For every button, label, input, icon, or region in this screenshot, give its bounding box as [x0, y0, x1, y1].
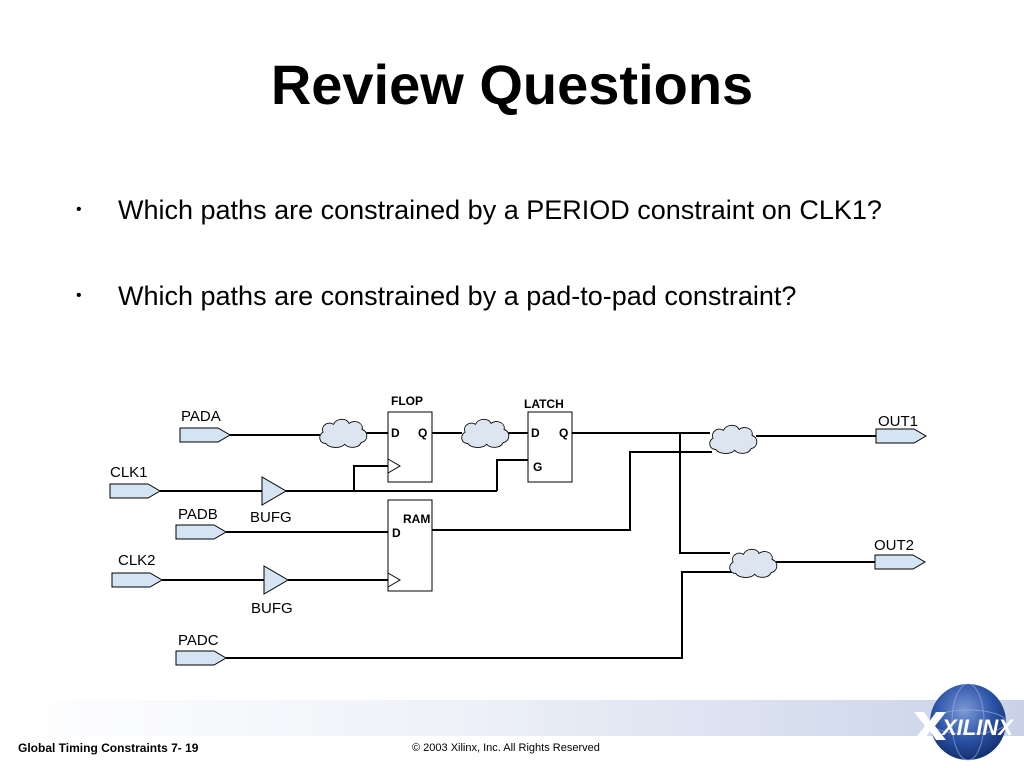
delay-cloud: [709, 424, 758, 454]
latch-d-pin: D: [531, 426, 540, 440]
pad-clk1: CLK1: [109, 464, 161, 499]
footer-band: [0, 700, 1024, 736]
pad-out1-label: OUT1: [878, 413, 918, 430]
pad-pada-label: PADA: [181, 408, 221, 425]
latch-title: LATCH: [524, 397, 564, 411]
slide-title: Review Questions: [270, 53, 754, 116]
bufg-clk2-label: BUFG: [251, 600, 293, 617]
pad-clk2: CLK2: [111, 552, 163, 588]
question-2: Which paths are constrained by a pad-to-…: [72, 276, 882, 362]
xilinx-wordmark: XILINX: [940, 715, 1014, 740]
delay-cloud: [461, 418, 510, 448]
pad-clk2-label: CLK2: [118, 552, 156, 569]
bufg-clk1: BUFG: [250, 476, 292, 526]
pad-out1: OUT1: [875, 413, 927, 444]
footer-course-info: Global Timing Constraints 7- 19: [18, 741, 199, 755]
question-list: Which paths are constrained by a PERIOD …: [72, 190, 882, 362]
delay-cloud: [729, 548, 778, 578]
pad-padc-label: PADC: [178, 632, 219, 649]
wires: [160, 432, 876, 659]
delay-cloud: [319, 418, 368, 448]
bufg-clk2: BUFG: [251, 565, 293, 617]
question-1: Which paths are constrained by a PERIOD …: [72, 190, 882, 276]
flop-block: FLOP D Q: [387, 394, 433, 483]
latch-q-pin: Q: [559, 426, 568, 440]
latch-g-pin: G: [533, 460, 542, 474]
flop-q-pin: Q: [418, 426, 427, 440]
xilinx-mark-icon: [914, 712, 946, 740]
circuit-diagram: PADA CLK1 PADB CLK2 PADC OUT1 OUT2: [109, 394, 927, 666]
xilinx-logo: XILINX: [914, 683, 1014, 761]
pad-padb: PADB: [175, 506, 227, 540]
flop-d-pin: D: [391, 426, 400, 440]
pad-clk1-label: CLK1: [110, 464, 148, 481]
ram-block: RAM D: [387, 499, 433, 592]
ram-d-pin: D: [392, 526, 401, 540]
latch-block: LATCH D Q G: [524, 397, 573, 483]
pad-pada: PADA: [179, 408, 231, 443]
footer-copyright: © 2003 Xilinx, Inc. All Rights Reserved: [412, 742, 600, 754]
pad-padb-label: PADB: [178, 506, 218, 523]
pad-padc: PADC: [175, 632, 227, 666]
flop-title: FLOP: [391, 394, 423, 408]
pad-out2: OUT2: [874, 537, 926, 570]
bufg-clk1-label: BUFG: [250, 509, 292, 526]
ram-title: RAM: [403, 512, 430, 526]
pad-out2-label: OUT2: [874, 537, 914, 554]
